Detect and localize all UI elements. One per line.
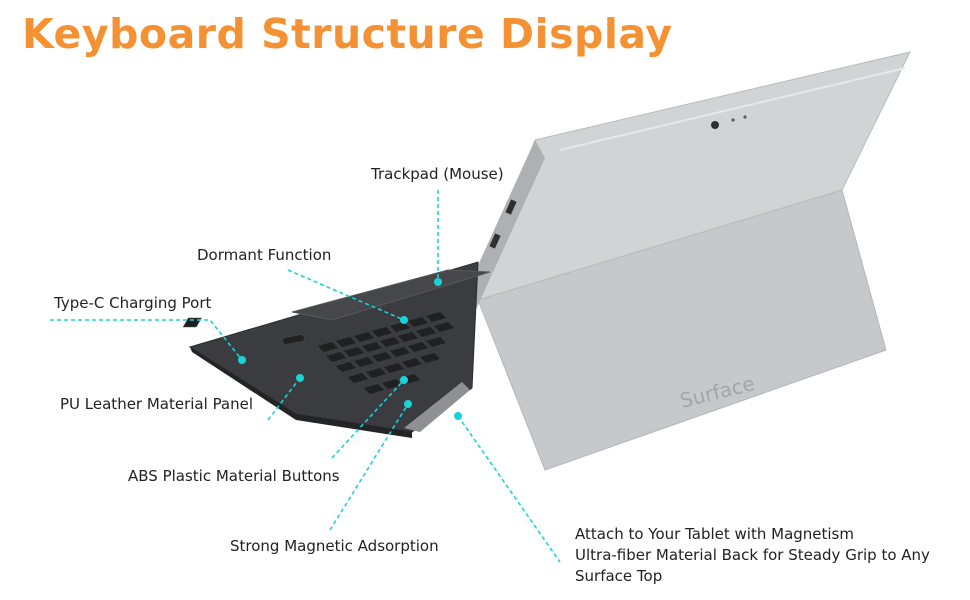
label-abs-buttons: ABS Plastic Material Buttons bbox=[128, 467, 340, 485]
callout-dot-typec bbox=[238, 356, 246, 364]
attach-line-2: Ultra-fiber Material Back for Steady Gri… bbox=[575, 546, 930, 564]
attach-line-1: Attach to Your Tablet with Magnetism bbox=[575, 525, 854, 543]
callout-dot-abs bbox=[400, 376, 408, 384]
callout-dot-attach bbox=[454, 412, 462, 420]
callout-dot-dormant bbox=[400, 316, 408, 324]
page-title: Keyboard Structure Display bbox=[22, 10, 673, 58]
label-trackpad: Trackpad (Mouse) bbox=[371, 165, 504, 183]
hinge bbox=[404, 382, 470, 432]
label-dormant-function: Dormant Function bbox=[197, 246, 332, 264]
label-attach-magnetism: Attach to Your Tablet with Magnetism Ult… bbox=[575, 524, 930, 587]
label-typec-port: Type-C Charging Port bbox=[54, 294, 212, 312]
label-magnetic-adsorption: Strong Magnetic Adsorption bbox=[230, 537, 439, 555]
port-icon bbox=[505, 199, 517, 215]
label-pu-leather: PU Leather Material Panel bbox=[60, 395, 254, 413]
keys bbox=[182, 317, 305, 345]
attach-line-3: Surface Top bbox=[575, 567, 663, 585]
key-grid bbox=[318, 312, 454, 394]
callout-dot-magnetic bbox=[404, 400, 412, 408]
callout-dot-pu bbox=[296, 374, 304, 382]
camera-icon bbox=[711, 121, 719, 129]
callout-dot-trackpad bbox=[434, 278, 442, 286]
